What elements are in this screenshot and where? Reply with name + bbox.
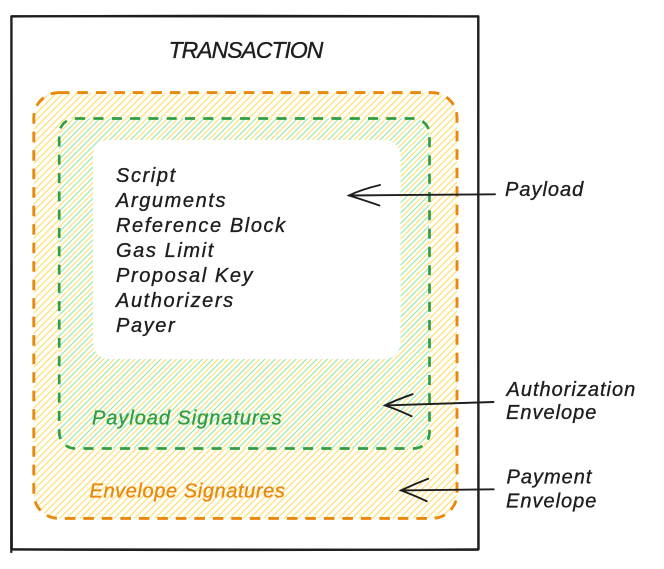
svg-text:Payment: Payment [507,467,593,489]
svg-text:Proposal Key: Proposal Key [116,265,254,287]
svg-text:TRANSACTION: TRANSACTION [169,37,324,63]
svg-text:Authorizers: Authorizers [115,290,235,312]
svg-text:Envelope: Envelope [506,491,597,513]
svg-text:Envelope: Envelope [506,402,597,424]
svg-text:Reference Block: Reference Block [116,215,287,237]
svg-text:Payload Signatures: Payload Signatures [92,408,283,430]
svg-text:Payload: Payload [505,179,584,201]
svg-text:Envelope Signatures: Envelope Signatures [90,481,286,503]
svg-text:Arguments: Arguments [115,190,227,212]
svg-text:Script: Script [116,165,177,187]
svg-text:Payer: Payer [116,315,176,337]
svg-text:Authorization: Authorization [506,379,637,401]
svg-text:Gas Limit: Gas Limit [116,240,215,262]
